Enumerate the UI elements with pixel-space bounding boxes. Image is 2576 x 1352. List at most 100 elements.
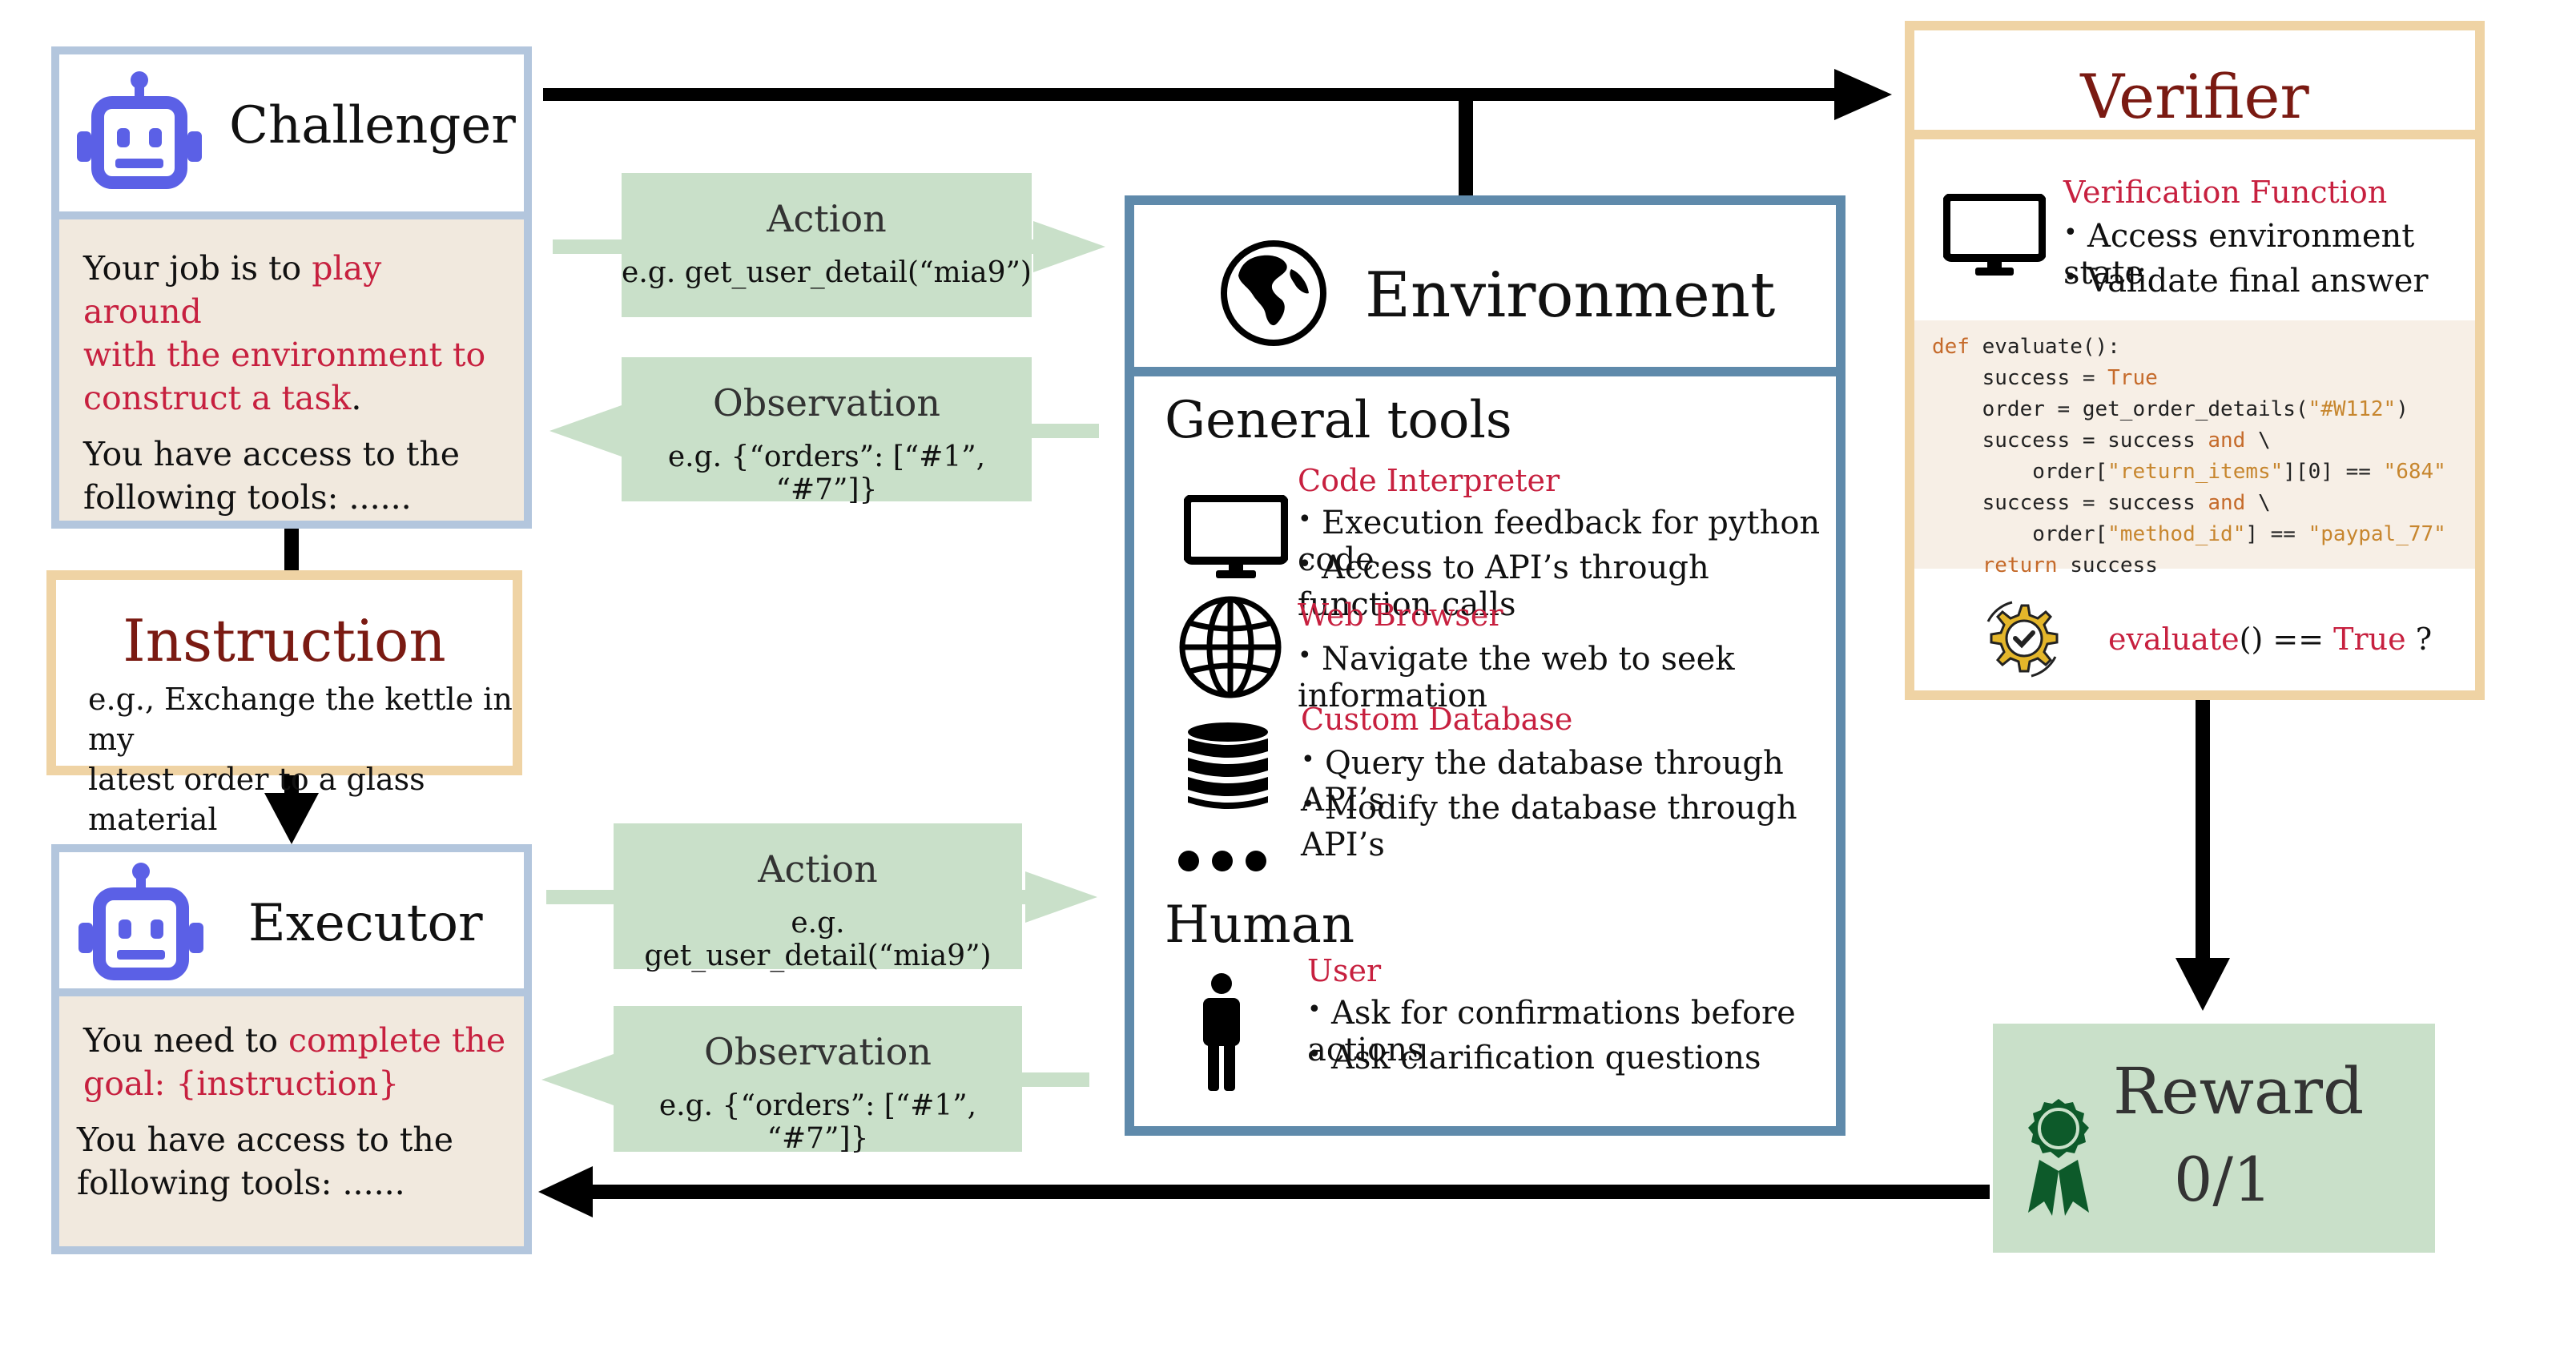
instruction-line-2: latest order to a glass material (88, 762, 425, 837)
flow-arrowhead-bottom-action (1025, 871, 1097, 923)
challenger-text-red-3: construct a task (83, 379, 352, 417)
verifier-divider (1914, 130, 2475, 139)
web-browser-label: Web Browser (1298, 598, 1503, 633)
executor-tools-line-1: You have access to the (77, 1121, 454, 1159)
monitor-icon (1943, 194, 2046, 276)
executor-divider (59, 988, 524, 996)
environment-title: Environment (1365, 260, 1776, 332)
instruction-line-1: e.g., Exchange the kettle in my (88, 682, 513, 757)
human-heading: Human (1165, 895, 1355, 955)
reward-panel: Reward 0/1 (1993, 1024, 2435, 1253)
instruction-example: e.g., Exchange the kettle in my latest o… (88, 679, 513, 839)
flow-arrowhead-bottom-observation (541, 1054, 614, 1105)
user-item-1-text: Ask for confirmations before actions (1307, 995, 1796, 1068)
executor-panel: Executor You need to complete the goal: … (51, 844, 532, 1254)
custom-database-item-1: •Query the database through API’s (1301, 745, 1784, 819)
verifier-item-2: •Validate final answer (2063, 263, 2429, 300)
award-ribbon-icon (2028, 1099, 2089, 1216)
ellipsis-icon (1178, 851, 1266, 871)
environment-panel: Environment General tools Code Interpret… (1125, 195, 1845, 1136)
evaluate-question-text: ? (2405, 622, 2433, 657)
flow-arrowhead-top-action (1033, 221, 1105, 272)
code-interpreter-item-1: •Execution feedback for python code (1298, 505, 1821, 578)
challenger-panel: Challenger Your job is to play around wi… (51, 46, 532, 529)
verification-function-label: Verification Function (2063, 175, 2388, 210)
verifier-panel: Verifier Verification Function •Access e… (1905, 21, 2485, 700)
environment-divider (1134, 367, 1836, 376)
custom-database-item-2: •Modify the database through API’s (1301, 790, 1797, 863)
top-observation-example: e.g. {“orders”: [“#1”, “#7”]} (667, 441, 986, 506)
verifier-item-1: •Access environment state (2063, 218, 2415, 292)
challenger-body: Your job is to play around with the envi… (59, 219, 524, 521)
gear-check-icon (1986, 601, 2059, 678)
bottom-action-title: Action (758, 847, 878, 891)
user-item-2-text: Ask clarification questions (1331, 1040, 1761, 1076)
verifier-item-1-text: Access environment state (2063, 218, 2415, 292)
bottom-observation-title: Observation (704, 1030, 932, 1073)
code-interpreter-label: Code Interpreter (1298, 463, 1560, 498)
bottom-action-example: e.g. get_user_detail(“mia9”) (644, 907, 992, 972)
verifier-item-2-text: Validate final answer (2087, 263, 2429, 300)
executor-text-red-2: goal: {instruction} (83, 1064, 400, 1103)
executor-header: Executor (59, 852, 524, 988)
challenger-task-text: Your job is to play around with the envi… (83, 247, 500, 420)
robot-icon (78, 863, 203, 980)
top-action-title: Action (767, 197, 887, 240)
verifier-title: Verifier (2080, 61, 2309, 132)
code-interpreter-item-2: •Access to API’s through function calls (1298, 549, 1709, 623)
evaluate-func-text: evaluate (2108, 622, 2240, 657)
top-observation-title: Observation (713, 381, 940, 425)
flow-arrowhead-top-observation (549, 405, 622, 457)
challenger-text-red-2: with the environment to (83, 336, 486, 374)
evaluate-op-text: () == (2239, 622, 2334, 657)
challenger-text-prefix: Your job is to (83, 249, 312, 288)
evaluate-code-block: def evaluate(): success = True order = g… (1914, 320, 2475, 577)
code-interpreter-item-1-text: Execution feedback for python code (1298, 505, 1821, 578)
bottom-observation-example: e.g. {“orders”: [“#1”, “#7”]} (658, 1089, 977, 1155)
monitor-icon (1184, 495, 1288, 578)
challenger-text-end: . (351, 379, 362, 417)
challenger-tools-text: You have access to the following tools: … (83, 433, 500, 519)
challenger-header: Challenger (59, 54, 524, 211)
arrowhead-executor-return (538, 1166, 593, 1217)
globe-icon (1221, 240, 1326, 346)
custom-database-item-2-text: Modify the database through API’s (1301, 790, 1797, 863)
reward-title: Reward (2113, 1054, 2365, 1129)
bottom-observation-box: Observation e.g. {“orders”: [“#1”, “#7”]… (614, 1006, 1022, 1155)
bottom-action-box: Action e.g. get_user_detail(“mia9”) (614, 823, 1022, 972)
evaluate-check-text: evaluate() == True ? (2108, 622, 2432, 657)
executor-text-prefix: You need to (83, 1021, 289, 1060)
person-icon (1203, 973, 1240, 1091)
arrowhead-executor (264, 793, 319, 844)
database-icon (1188, 722, 1268, 809)
custom-database-item-1-text: Query the database through API’s (1301, 745, 1784, 819)
instruction-panel: Instruction e.g., Exchange the kettle in… (46, 570, 522, 837)
general-tools-heading: General tools (1165, 391, 1512, 450)
user-label: User (1307, 953, 1382, 988)
challenger-tools-line-1: You have access to the (83, 435, 461, 473)
web-browser-item-1: •Navigate the web to seek information (1298, 641, 1735, 714)
evaluate-true-text: True (2333, 622, 2406, 657)
web-browser-item-1-text: Navigate the web to seek information (1298, 641, 1735, 714)
reward-value: 0/1 (2174, 1144, 2272, 1215)
robot-icon (77, 71, 202, 189)
challenger-divider (59, 211, 524, 219)
top-action-box: Action e.g. get_user_detail(“mia9”) (622, 173, 1032, 317)
executor-tools-text: You have access to the following tools: … (77, 1118, 506, 1205)
executor-text-red-1: complete the (288, 1021, 506, 1060)
challenger-title: Challenger (229, 96, 516, 155)
challenger-text-red-1: play around (83, 249, 382, 331)
web-globe-icon (1179, 596, 1282, 698)
top-observation-box: Observation e.g. {“orders”: [“#1”, “#7”]… (622, 357, 1032, 506)
arrowhead-verifier (1834, 69, 1892, 120)
arrowhead-reward (2176, 958, 2230, 1011)
executor-title: Executor (248, 894, 483, 953)
user-item-1: •Ask for confirmations before actions (1307, 995, 1796, 1068)
top-action-example: e.g. get_user_detail(“mia9”) (622, 256, 1032, 289)
executor-task-text: You need to complete the goal: {instruct… (77, 1019, 506, 1105)
custom-database-label: Custom Database (1301, 702, 1573, 737)
executor-tools-line-2: following tools: ...... (77, 1164, 405, 1202)
user-item-2: •Ask clarification questions (1307, 1040, 1761, 1076)
code-interpreter-item-2-text: Access to API’s through function calls (1298, 549, 1709, 623)
challenger-tools-line-2: following tools: ...... (83, 478, 412, 517)
